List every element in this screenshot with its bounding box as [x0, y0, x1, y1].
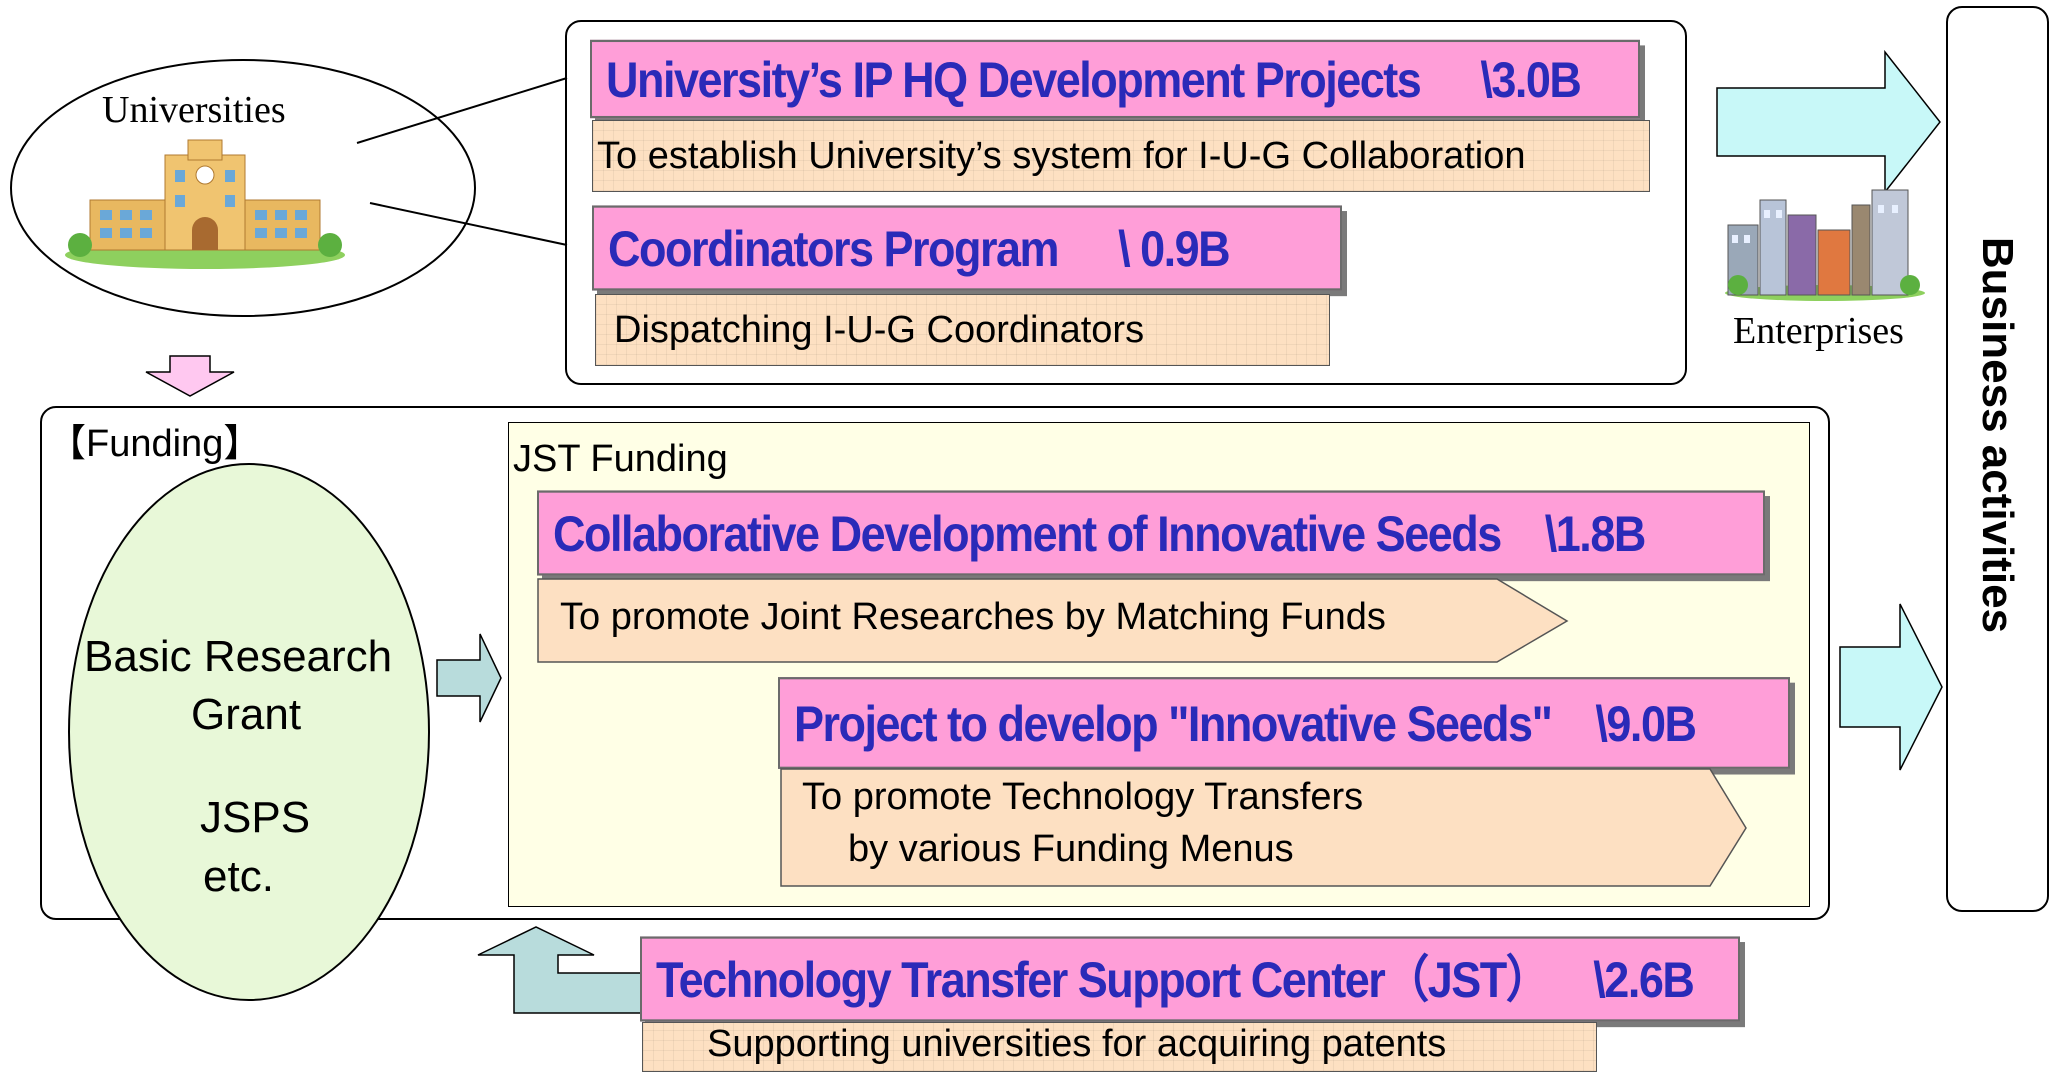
enterprise-arrow-icon — [1716, 49, 1941, 195]
ttsc-title: Technology Transfer Support Center（JST） … — [640, 936, 1740, 1022]
ip-hq-desc: To establish University’s system for I-U… — [592, 120, 1650, 192]
coordinators-title-text: Coordinators Program — [608, 219, 1060, 277]
collab-desc-shape — [537, 578, 1569, 663]
jst-funding-label: JST Funding — [513, 438, 728, 480]
innovative-desc-shape — [780, 768, 1747, 887]
innovative-desc-line2: by various Funding Menus — [848, 828, 1294, 870]
ttsc-amount: \2.6B — [1593, 950, 1695, 1008]
ip-hq-title-text: University’s IP HQ Development Projects — [606, 50, 1422, 108]
basic-research-line1: Basic Research — [84, 632, 393, 681]
jst-to-business-arrow-icon — [1839, 603, 1943, 771]
collab-desc: To promote Joint Researches by Matching … — [560, 596, 1386, 638]
down-arrow-icon — [145, 355, 235, 397]
ip-hq-title: University’s IP HQ Development Projects … — [590, 39, 1640, 119]
ttsc-desc: Supporting universities for acquiring pa… — [642, 1022, 1597, 1072]
coordinators-amount: \ 0.9B — [1118, 219, 1231, 277]
university-building-icon — [65, 139, 345, 269]
basic-research-line4: etc. — [203, 852, 274, 901]
collab-title-text: Collaborative Development of Innovative … — [553, 504, 1502, 562]
basic-research-line2: Grant — [191, 690, 302, 739]
coordinators-title: Coordinators Program \ 0.9B — [592, 205, 1342, 291]
basic-to-jst-arrow-icon — [436, 633, 502, 723]
ip-hq-amount: \3.0B — [1480, 50, 1582, 108]
business-activities-box — [1946, 6, 2049, 912]
collab-title: Collaborative Development of Innovative … — [537, 490, 1765, 576]
enterprises-buildings-icon — [1725, 189, 1925, 301]
enterprises-label: Enterprises — [1733, 310, 1904, 352]
coordinators-desc: Dispatching I-U-G Coordinators — [595, 294, 1330, 366]
ttsc-title-text: Technology Transfer Support Center（JST） — [656, 950, 1551, 1008]
innovative-amount: \9.0B — [1595, 694, 1697, 752]
innovative-desc-line1: To promote Technology Transfers — [802, 776, 1364, 818]
funding-label: 【Funding】 — [48, 423, 262, 465]
innovative-title-text: Project to develop "Innovative Seeds" — [794, 694, 1553, 752]
innovative-title: Project to develop "Innovative Seeds" \9… — [778, 677, 1790, 769]
universities-label: Universities — [102, 89, 286, 131]
collab-amount: \1.8B — [1544, 504, 1647, 562]
ttsc-up-arrow-icon — [477, 926, 651, 1014]
basic-research-line3: JSPS — [200, 793, 311, 842]
